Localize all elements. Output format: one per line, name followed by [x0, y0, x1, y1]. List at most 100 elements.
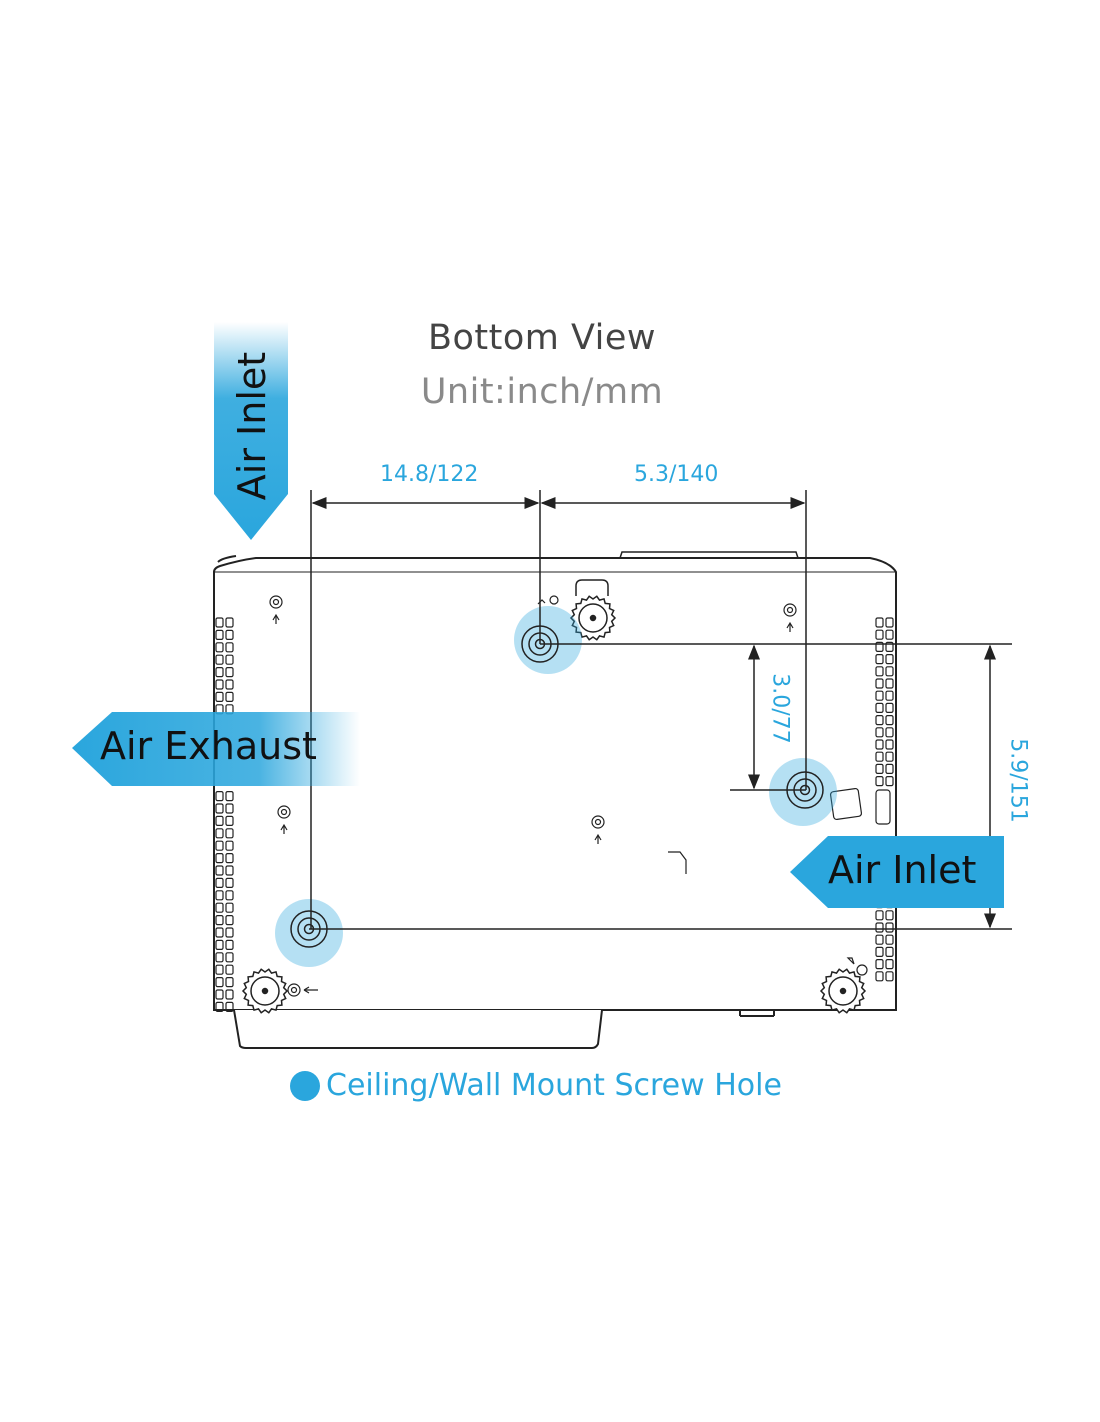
vent-slot [875, 653, 884, 665]
vent-slot [875, 714, 884, 726]
legend-label: Ceiling/Wall Mount Screw Hole [326, 1068, 782, 1103]
dimension-label-top-left: 14.8/122 [380, 462, 479, 487]
vent-slot [875, 934, 884, 945]
vent-slot [225, 642, 234, 653]
vent-slot [875, 727, 884, 738]
vent-slot [215, 629, 224, 641]
vent-slot [885, 653, 894, 665]
vent-slot [875, 922, 884, 933]
vent-slot [215, 964, 224, 975]
legend: Ceiling/Wall Mount Screw Hole [290, 1068, 782, 1103]
screw-markers [269, 595, 891, 997]
port-slot [875, 789, 891, 825]
mount-hole-bottom-left [275, 899, 343, 967]
vent-slot [875, 739, 884, 750]
vent-slot [215, 803, 224, 814]
top-foot-bracket [575, 579, 609, 596]
mount-screw-holes [275, 606, 837, 967]
vent-slot [215, 927, 224, 938]
vent-slot [875, 751, 884, 762]
screw-marker-top-right [783, 603, 797, 632]
mount-hole-top [514, 606, 582, 674]
screw-marker-mid-left [277, 805, 291, 834]
vent-slot [885, 934, 894, 945]
vent-slot [225, 828, 234, 839]
sensor-square [829, 787, 863, 821]
vent-slot [225, 877, 234, 889]
vent-slot [215, 939, 224, 951]
vent-slot [215, 914, 224, 926]
air-inlet-top-label: Air Inlet [230, 351, 274, 501]
vent-slot [225, 852, 234, 864]
vent-slot [225, 815, 234, 827]
vent-slot [885, 714, 894, 726]
vent-slot [885, 727, 894, 738]
vent-slot [875, 690, 884, 701]
vent-slot [225, 927, 234, 938]
vent-slot [225, 939, 234, 951]
screw-marker-bottom-left [287, 983, 318, 997]
vent-slot [885, 922, 894, 933]
screw-marker-center [591, 815, 605, 844]
vent-slot [875, 763, 884, 775]
vent-slot [215, 617, 224, 628]
vent-slot [215, 828, 224, 839]
vent-slot [885, 946, 894, 958]
vent-slot [225, 803, 234, 814]
vent-slot [885, 739, 894, 750]
vent-slot [215, 790, 224, 802]
vent-slot [215, 902, 224, 913]
vent-slot [885, 751, 894, 762]
dimension-label-vertical-inner: 3.0/77 [767, 673, 793, 744]
vent-slot [225, 976, 234, 988]
air-inlet-right-label: Air Inlet [828, 848, 977, 892]
foot-gear-center [839, 987, 847, 995]
vent-slot [225, 654, 234, 665]
page-title: Bottom View [427, 318, 657, 358]
vent-slot [875, 617, 884, 628]
foot-gear-inner [828, 976, 858, 1006]
foot-gear-inner [578, 603, 608, 633]
vent-slot [885, 641, 894, 653]
vent-slot [885, 678, 894, 689]
foot-gear-inner [250, 976, 280, 1006]
foot-gear-center [589, 614, 597, 622]
vent-slot [875, 946, 884, 958]
vent-slot [225, 964, 234, 975]
vent-slot [215, 679, 224, 690]
vent-slot [215, 654, 224, 665]
vent-slot [885, 775, 894, 787]
vent-slot [875, 958, 884, 970]
vent-slot [885, 958, 894, 970]
vent-slot [225, 914, 234, 926]
dimension-lines [309, 490, 1012, 930]
air-exhaust-label: Air Exhaust [100, 724, 317, 768]
vent-slot [225, 691, 234, 703]
vent-slot [215, 666, 224, 678]
dimension-label-vertical-outer: 5.9/151 [1005, 738, 1031, 823]
vent-slot [885, 763, 894, 775]
vent-slot [225, 629, 234, 641]
vent-slot [885, 690, 894, 701]
mount-hole-right [769, 758, 837, 826]
vent-slot [225, 840, 234, 851]
corner-mark [668, 851, 687, 874]
foot-gear-center [261, 987, 269, 995]
vent-slot [875, 775, 884, 787]
vent-slot [215, 691, 224, 703]
dimension-label-top-right: 5.3/140 [634, 462, 719, 487]
screw-marker-bottom-right [846, 957, 868, 976]
vent-slot [225, 890, 234, 901]
vent-slot [215, 840, 224, 851]
vent-slot [225, 679, 234, 690]
vent-slot [885, 617, 894, 628]
vent-slot [885, 629, 894, 640]
air-inlet-right-badge [790, 836, 1004, 908]
vent-slot [215, 1001, 224, 1013]
legend-dot-icon [290, 1070, 320, 1101]
vent-slot [215, 877, 224, 889]
projector-body [213, 551, 897, 1049]
vent-slot [215, 642, 224, 653]
vent-slot [875, 971, 884, 982]
